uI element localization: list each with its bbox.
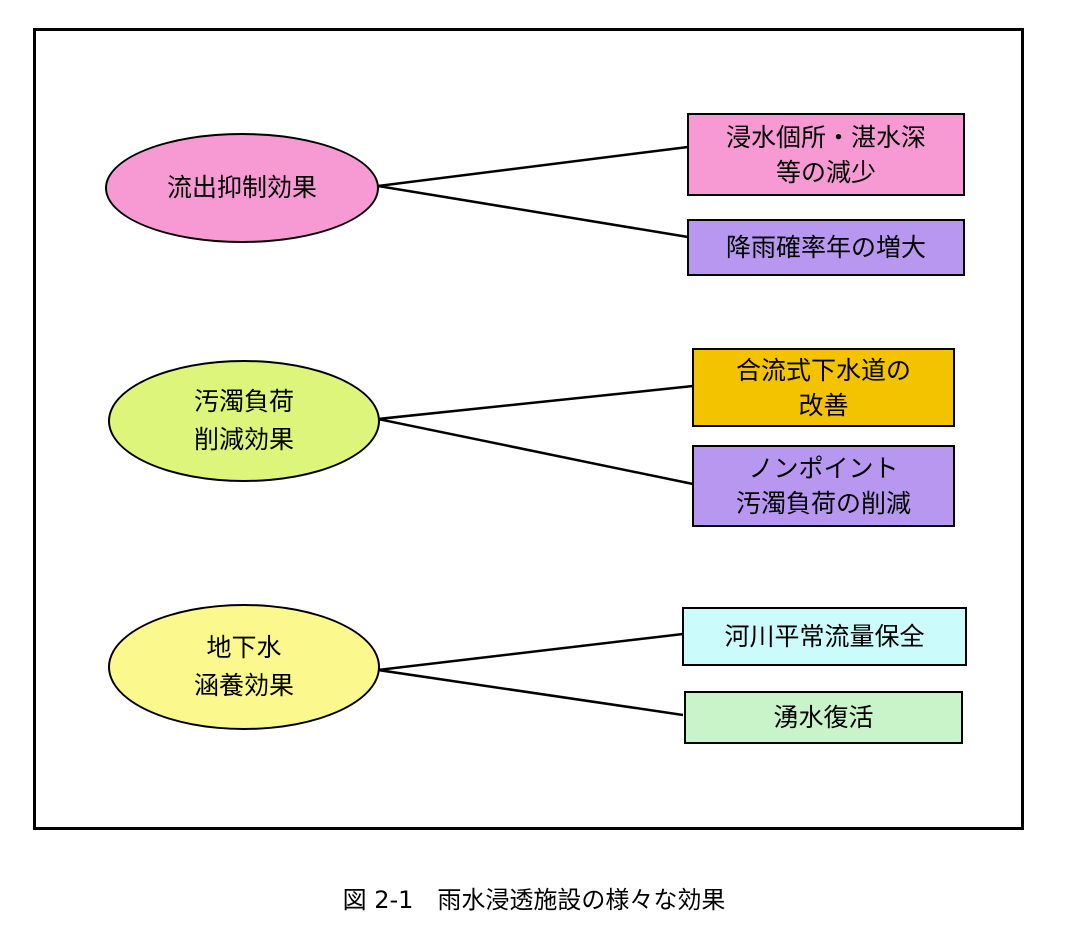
outcome-box-label: 合流式下水道の 改善 bbox=[735, 355, 911, 420]
outcome-box-rainfall-return-period: 降雨確率年の増大 bbox=[687, 219, 965, 276]
connector-line bbox=[377, 145, 689, 188]
outcome-box-flood-reduction: 浸水個所・湛水深 等の減少 bbox=[687, 113, 965, 196]
connector-line bbox=[377, 384, 694, 421]
connector-line bbox=[377, 417, 694, 486]
outcome-box-label: 浸水個所・湛水深 等の減少 bbox=[725, 122, 926, 187]
outcome-box-combined-sewer: 合流式下水道の 改善 bbox=[692, 348, 955, 427]
outcome-box-label: 湧水復活 bbox=[773, 703, 874, 732]
diagram-frame bbox=[33, 28, 1024, 830]
outcome-box-label: ノンポイント 汚濁負荷の削減 bbox=[735, 454, 911, 518]
outcome-box-spring-revival: 湧水復活 bbox=[684, 691, 963, 744]
outcome-box-label: 降雨確率年の増大 bbox=[725, 233, 926, 262]
connector-line bbox=[377, 184, 689, 239]
effect-node-label: 地下水 涵養効果 bbox=[193, 633, 294, 700]
effect-node-groundwater-recharge: 地下水 涵養効果 bbox=[108, 604, 380, 730]
outcome-box-river-flow: 河川平常流量保全 bbox=[682, 607, 967, 666]
outcome-box-nonpoint-pollution: ノンポイント 汚濁負荷の削減 bbox=[692, 445, 955, 527]
connector-line bbox=[377, 668, 684, 717]
connector-line bbox=[377, 632, 684, 672]
effect-node-label: 流出抑制効果 bbox=[166, 173, 317, 202]
effect-node-pollution-reduction: 汚濁負荷 削減効果 bbox=[108, 360, 380, 482]
figure-caption: 図 2-1 雨水浸透施設の様々な効果 bbox=[342, 886, 726, 914]
effect-node-runoff-control: 流出抑制効果 bbox=[105, 133, 379, 243]
effect-node-label: 汚濁負荷 削減効果 bbox=[193, 387, 294, 454]
outcome-box-label: 河川平常流量保全 bbox=[724, 622, 925, 651]
